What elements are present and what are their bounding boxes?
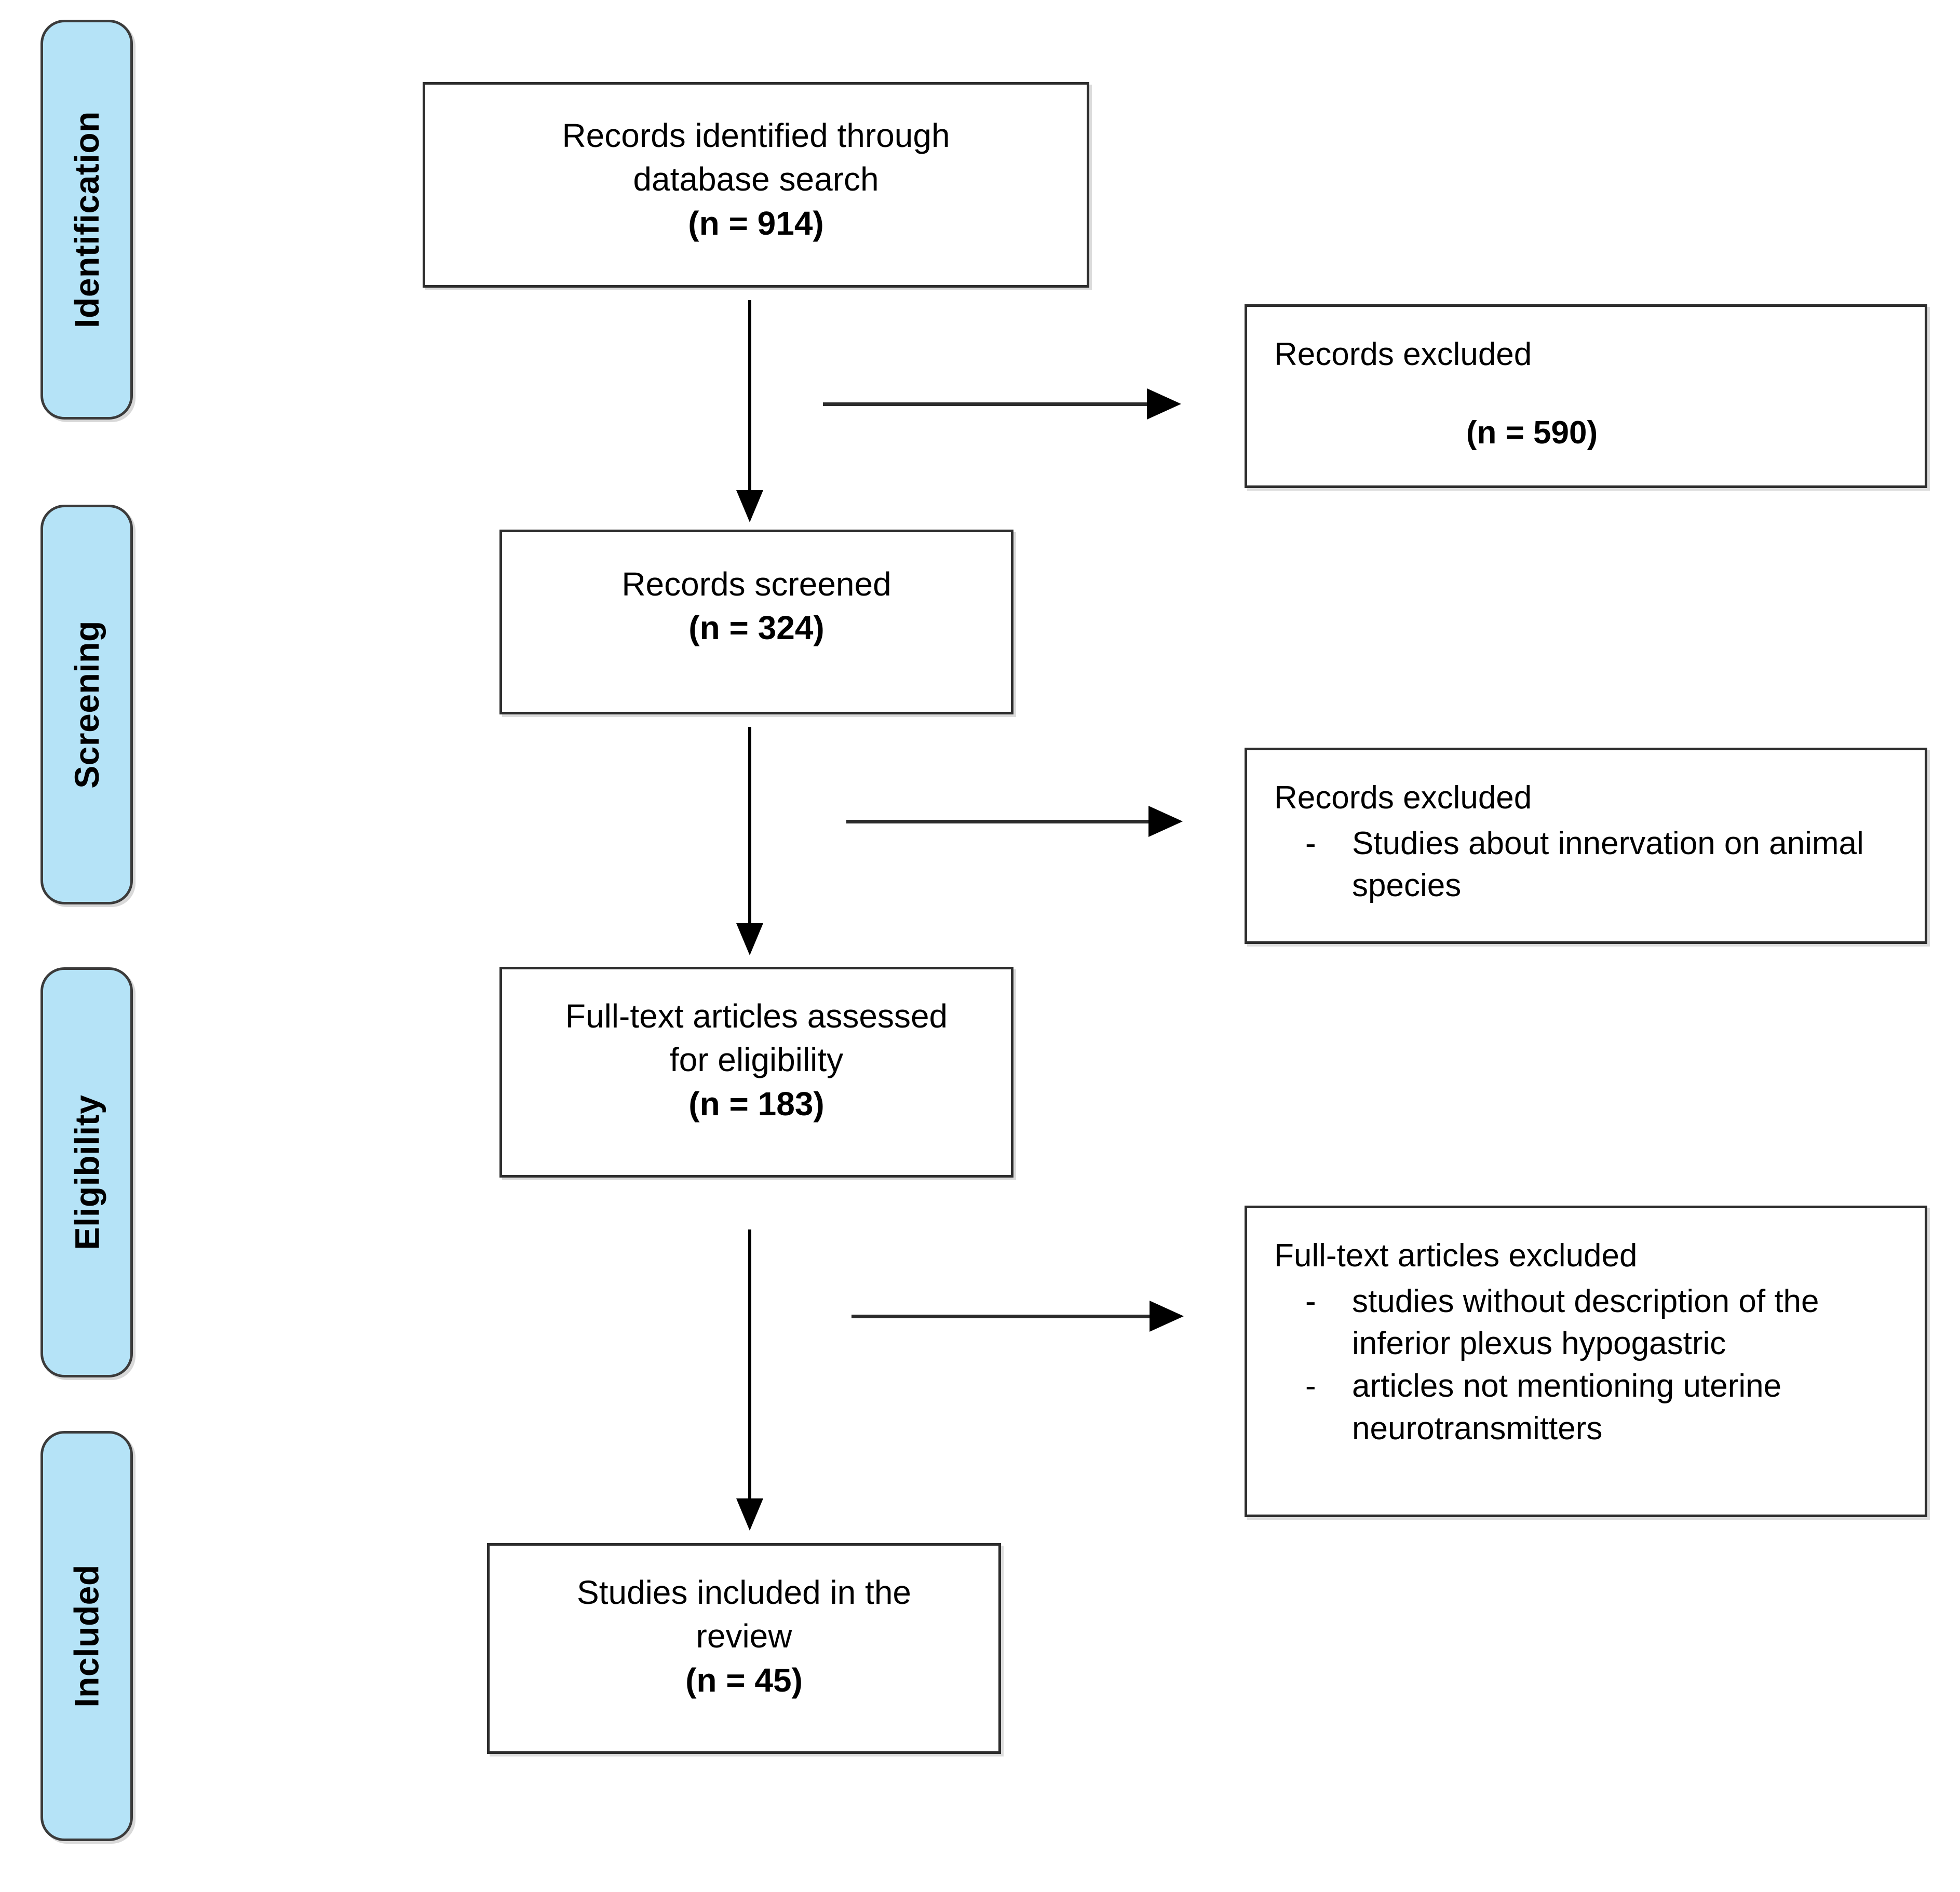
flow-box-records-screened: Records screened (n = 324) xyxy=(499,530,1013,714)
flow-box-text: Records screened xyxy=(621,565,891,603)
arrow-shaft xyxy=(748,1229,751,1498)
arrow-right-assessed-to-excluded xyxy=(851,1301,1184,1332)
flow-box-count: (n = 183) xyxy=(688,1085,824,1123)
flow-box-full-text-assessed: Full-text articles assessed for eligibil… xyxy=(499,967,1013,1178)
flow-box-count: (n = 324) xyxy=(688,609,824,647)
arrow-right-identified-to-excluded xyxy=(823,388,1181,420)
bullet-dash-icon: - xyxy=(1305,1368,1316,1404)
flow-box-text: Studies included in the review xyxy=(577,1574,911,1655)
flow-box-studies-included: Studies included in the review (n = 45) xyxy=(487,1543,1001,1754)
stage-pill-identification: Identification xyxy=(40,20,133,420)
excluded-box-records-excluded-2: Records excluded - Studies about innerva… xyxy=(1245,748,1927,944)
flow-box-text: Records identified through database sear… xyxy=(562,117,950,198)
arrow-shaft xyxy=(748,727,751,923)
stage-label-screening: Screening xyxy=(67,620,106,789)
list-item: - studies without description of the inf… xyxy=(1274,1280,1904,1366)
list-item-label: articles not mentioning uterine neurotra… xyxy=(1352,1368,1782,1447)
arrow-head-right-icon xyxy=(1148,806,1183,837)
stage-pill-eligibility: Eligibility xyxy=(40,967,133,1377)
arrow-head-down-icon xyxy=(736,1498,763,1531)
bullet-dash-icon: - xyxy=(1305,825,1316,861)
arrow-shaft xyxy=(851,1315,1150,1318)
excluded-box-full-text-excluded: Full-text articles excluded - studies wi… xyxy=(1245,1206,1927,1517)
list-item: - articles not mentioning uterine neurot… xyxy=(1274,1365,1904,1450)
arrow-head-down-icon xyxy=(736,490,763,522)
excluded-box-count: (n = 590) xyxy=(1466,414,1598,451)
arrow-right-screened-to-excluded xyxy=(846,806,1183,837)
arrow-down-identified-to-screened xyxy=(736,300,764,522)
list-item-label: Studies about innervation on animal spec… xyxy=(1352,825,1864,904)
excluded-box-title: Records excluded xyxy=(1274,780,1532,816)
excluded-box-title: Records excluded xyxy=(1274,336,1532,372)
flow-box-count: (n = 45) xyxy=(685,1661,803,1699)
flow-box-count: (n = 914) xyxy=(688,204,824,242)
excluded-box-list: - Studies about innervation on animal sp… xyxy=(1274,822,1904,908)
stage-label-identification: Identification xyxy=(67,111,106,328)
flow-box-text: Full-text articles assessed for eligibil… xyxy=(565,997,948,1079)
stage-label-eligibility: Eligibility xyxy=(67,1094,106,1250)
arrow-shaft xyxy=(846,820,1148,823)
arrow-head-right-icon xyxy=(1147,388,1181,420)
arrow-head-right-icon xyxy=(1150,1301,1184,1332)
arrow-shaft xyxy=(823,402,1147,406)
arrow-down-assessed-to-included xyxy=(736,1229,764,1531)
stage-pill-screening: Screening xyxy=(40,505,133,904)
arrow-down-screened-to-assessed xyxy=(736,727,764,955)
excluded-box-records-excluded-1: Records excluded (n = 590) xyxy=(1245,304,1927,488)
excluded-box-list: - studies without description of the inf… xyxy=(1274,1280,1904,1450)
bullet-dash-icon: - xyxy=(1305,1283,1316,1319)
excluded-box-title: Full-text articles excluded xyxy=(1274,1238,1638,1274)
arrow-head-down-icon xyxy=(736,923,763,955)
stage-pill-included: Included xyxy=(40,1431,133,1841)
arrow-shaft xyxy=(748,300,751,490)
list-item: - Studies about innervation on animal sp… xyxy=(1274,822,1904,908)
flow-box-records-identified: Records identified through database sear… xyxy=(423,82,1089,288)
stage-label-included: Included xyxy=(67,1564,106,1708)
list-item-label: studies without description of the infer… xyxy=(1352,1283,1819,1362)
